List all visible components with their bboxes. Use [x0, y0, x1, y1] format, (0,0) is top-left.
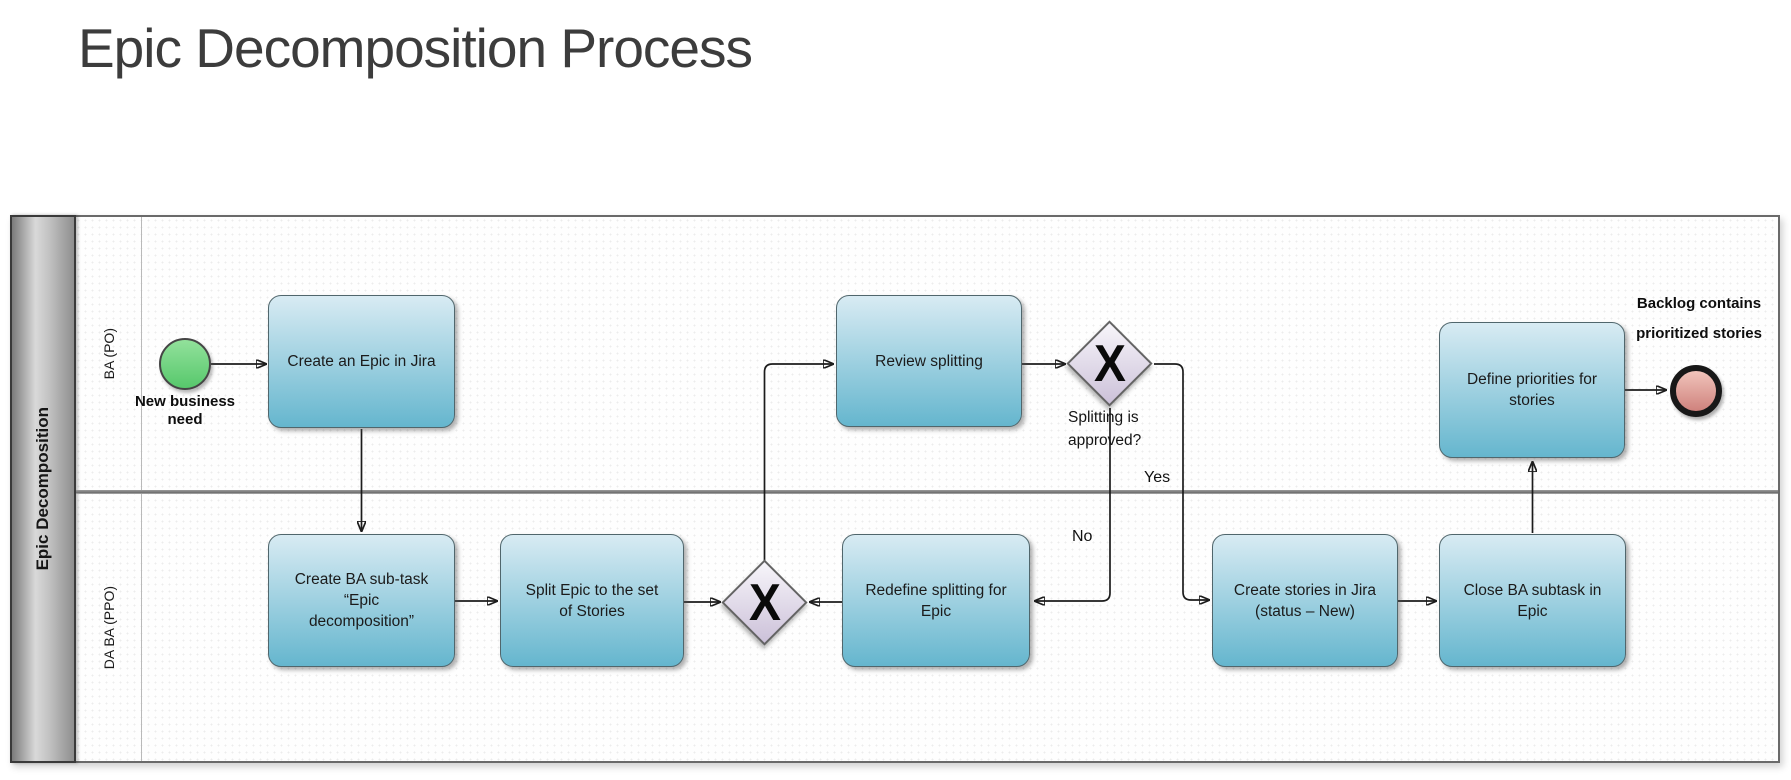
flow-merge-gateway-to-review[interactable] — [763, 364, 834, 561]
lane-divider — [76, 490, 1778, 494]
task-review-splitting[interactable]: Review splitting — [836, 295, 1022, 427]
start-event[interactable] — [159, 338, 211, 390]
pool-header[interactable]: Epic Decomposition — [10, 215, 76, 763]
task-close-ba-subtask-label: Close BA subtask in Epic — [1463, 581, 1602, 620]
task-review-splitting-label: Review splitting — [875, 352, 983, 370]
task-close-ba-subtask[interactable]: Close BA subtask in Epic — [1439, 534, 1626, 667]
lane-label-strip: BA (PO) DA BA (PPO) — [76, 217, 142, 761]
gateway-question-label: Splitting is approved? — [1068, 409, 1142, 449]
task-split-epic[interactable]: Split Epic to the set of Stories — [500, 534, 684, 667]
exclusive-gateway-x-icon: X — [749, 574, 781, 632]
task-create-stories[interactable]: Create stories in Jira (status – New) — [1212, 534, 1398, 667]
task-redefine-splitting-label: Redefine splitting for Epic — [865, 581, 1007, 620]
end-event-label: Backlog contains prioritized stories — [1636, 295, 1762, 342]
task-define-priorities-label: Define priorities for stories — [1466, 371, 1598, 409]
exclusive-gateway-x-icon: X — [1094, 335, 1126, 393]
start-event-label: New business need — [134, 393, 236, 428]
task-create-ba-subtask[interactable]: Create BA sub-task “Epic decomposition” — [268, 534, 455, 667]
task-define-priorities[interactable]: Define priorities for stories — [1439, 322, 1625, 458]
task-split-epic-label: Split Epic to the set of Stories — [525, 581, 659, 620]
page-title: Epic Decomposition Process — [78, 17, 753, 79]
flow-label-yes: Yes — [1144, 469, 1171, 486]
flow-label-no: No — [1072, 528, 1093, 545]
flow-approval-no-to-redefine[interactable] — [1035, 408, 1111, 601]
end-event[interactable] — [1670, 365, 1722, 417]
task-create-stories-label: Create stories in Jira (status – New) — [1233, 581, 1377, 620]
task-create-ba-subtask-label: Create BA sub-task “Epic decomposition” — [294, 571, 429, 630]
task-create-epic-label: Create an Epic in Jira — [287, 353, 436, 370]
flow-approval-yes-to-create-stories[interactable] — [1154, 363, 1209, 600]
task-create-epic[interactable]: Create an Epic in Jira — [268, 295, 455, 428]
task-redefine-splitting[interactable]: Redefine splitting for Epic — [842, 534, 1030, 667]
